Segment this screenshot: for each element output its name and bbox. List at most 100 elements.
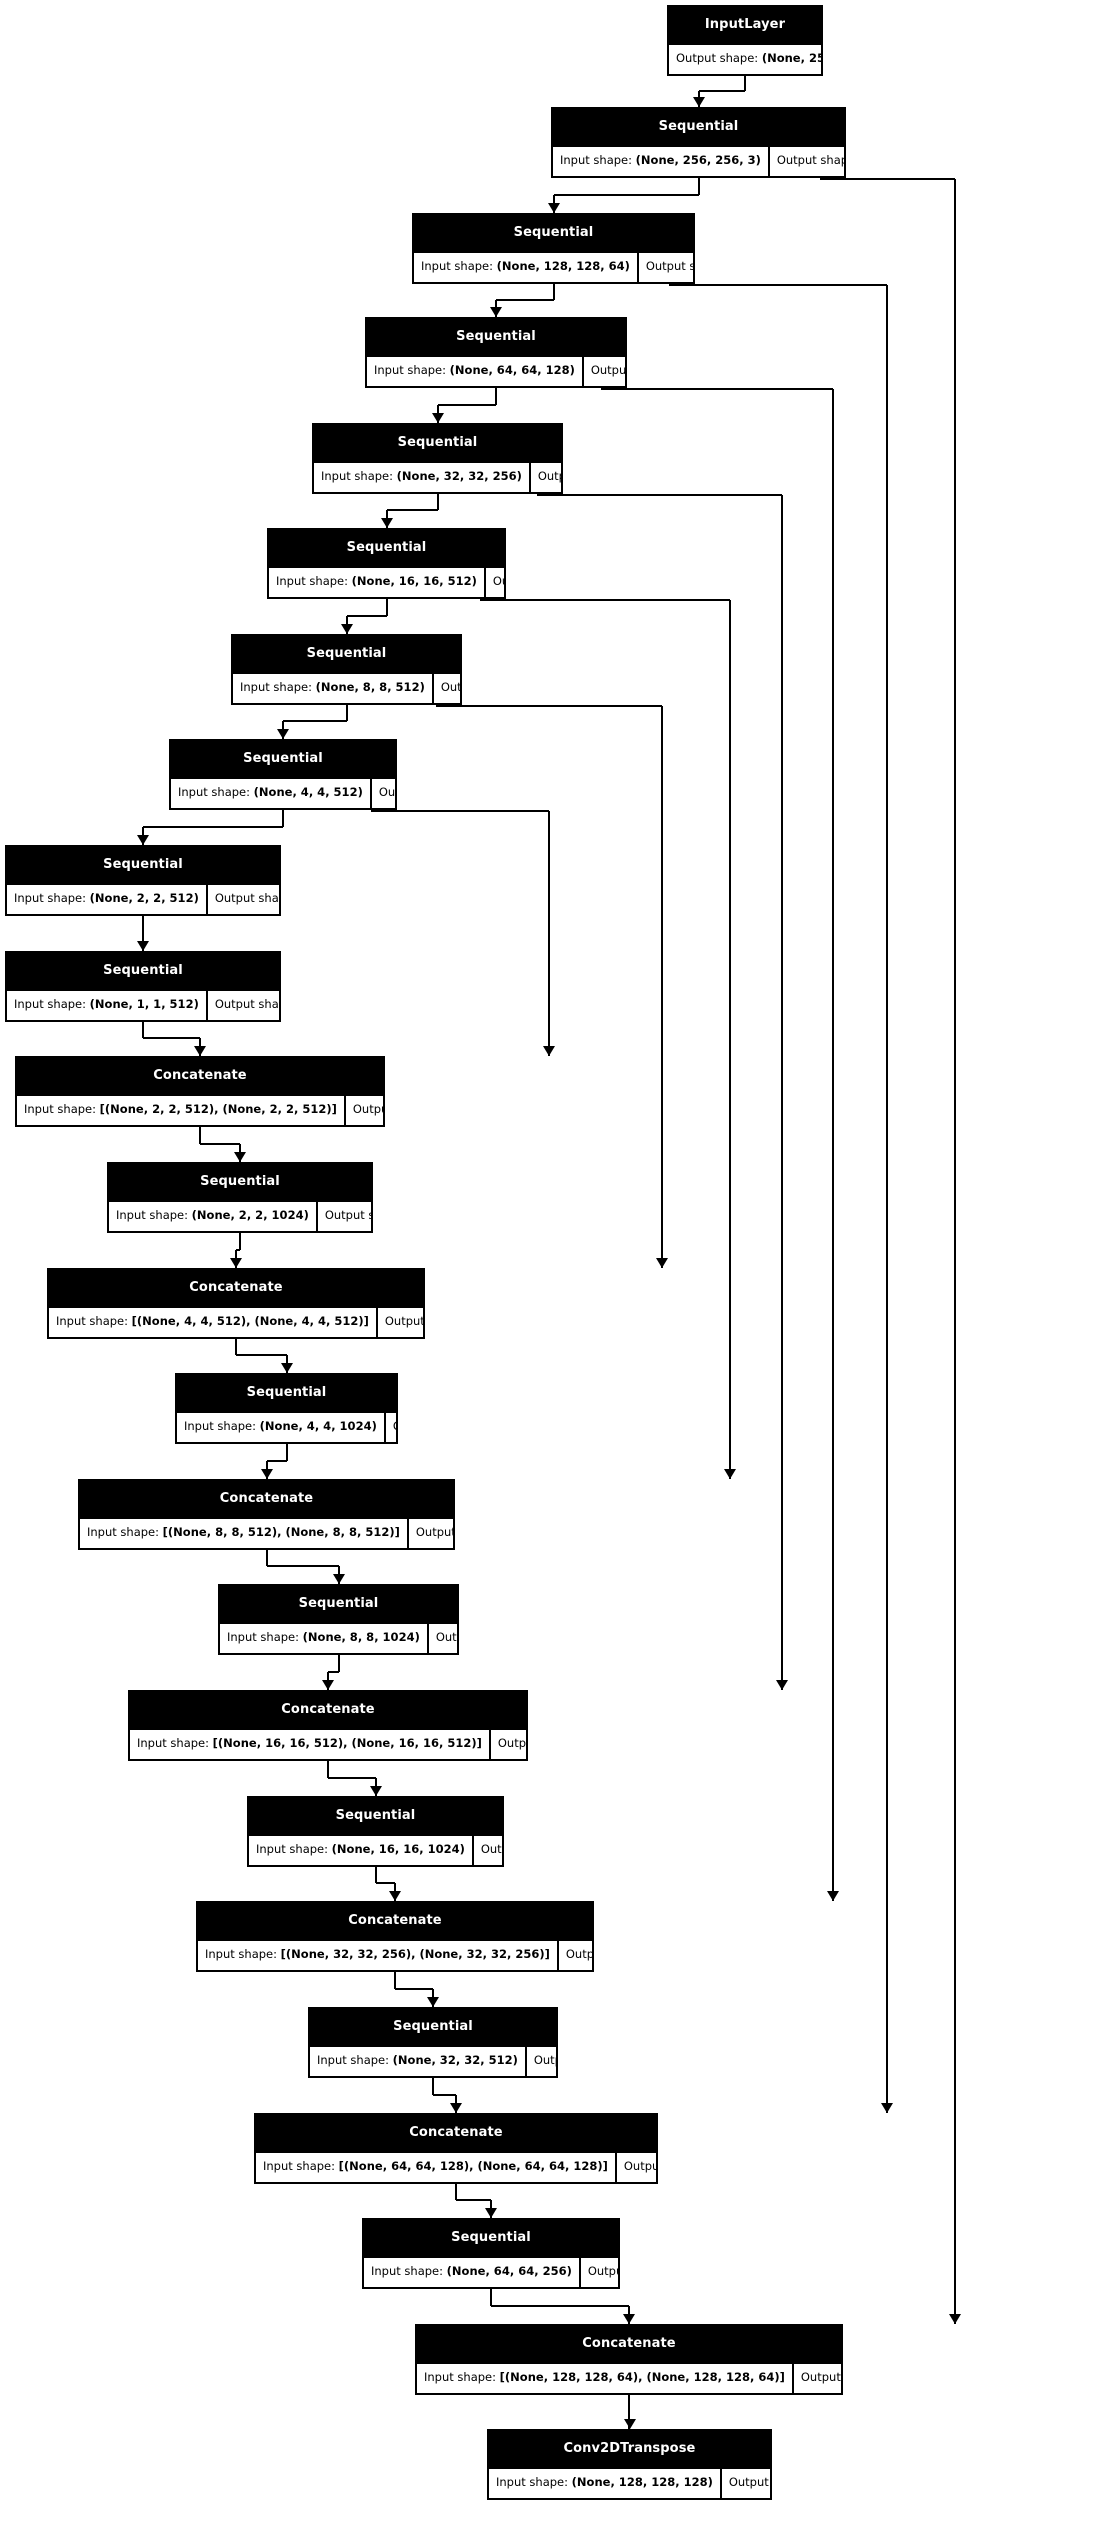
- node-title: Sequential: [414, 215, 693, 251]
- input-shape-cell: Input shape: (None, 8, 8, 512): [240, 680, 425, 694]
- node-title: Sequential: [177, 1375, 396, 1411]
- node-shape-row: Input shape: (None, 128, 128, 128)Output…: [489, 2467, 770, 2498]
- node-title: Sequential: [220, 1586, 457, 1622]
- arrow-head: [230, 1258, 242, 1268]
- edge-segment: [374, 1865, 377, 1883]
- node-title: Sequential: [367, 319, 625, 355]
- edge-segment: [821, 178, 955, 180]
- input-shape-cell: Input shape: (None, 128, 128, 64): [421, 259, 630, 273]
- node-title: Sequential: [171, 741, 395, 777]
- output-shape-cell: Output shape: (None, 64, 64, 128): [524, 2047, 556, 2076]
- output-shape-cell: Output shape: (None, 16, 16, 512): [528, 463, 561, 492]
- input-shape-cell: Input shape: [(None, 4, 4, 512), (None, …: [56, 1314, 369, 1328]
- input-shape-cell: Input shape: [(None, 128, 128, 64), (Non…: [424, 2370, 785, 2384]
- input-shape-cell-value: (None, 4, 4, 1024): [259, 1419, 377, 1433]
- edge-segment: [371, 808, 373, 812]
- node-shape-row: Input shape: (None, 4, 4, 1024)Output sh…: [177, 1411, 396, 1442]
- edge-segment: [698, 89, 745, 92]
- edge-segment: [437, 403, 496, 406]
- edge-segment: [697, 176, 700, 195]
- input-shape-cell-value: (None, 16, 16, 1024): [331, 1842, 465, 1856]
- edge-segment: [265, 1548, 268, 1566]
- edge-segment: [394, 1970, 396, 1989]
- edge-segment: [480, 597, 482, 601]
- edge-segment: [283, 720, 347, 722]
- input-shape-cell: Input shape: (None, 128, 128, 128): [496, 2475, 713, 2489]
- edge-segment: [199, 1125, 201, 1144]
- node-title: Sequential: [314, 425, 561, 461]
- node-shape-row: Input shape: (None, 64, 64, 128)Output s…: [367, 355, 625, 386]
- input-shape-cell: Input shape: [(None, 16, 16, 512), (None…: [137, 1736, 482, 1750]
- output-shape-cell: Output shape: (None, 8, 8, 512): [483, 568, 504, 597]
- arrow-head: [340, 624, 353, 634]
- output-shape-cell: Output shape: (None, 8, 8, 1024): [406, 1519, 453, 1548]
- input-shape-cell-value: (None, 1, 1, 512): [89, 997, 199, 1011]
- edge-segment: [266, 1565, 339, 1567]
- edge-segment: [455, 2182, 457, 2200]
- output-shape-cell: Output shape: (None, 256, 256, 3): [669, 45, 821, 74]
- input-shape-cell: Input shape: (None, 16, 16, 1024): [256, 1842, 465, 1856]
- node-shape-row: Input shape: [(None, 32, 32, 256), (None…: [198, 1939, 592, 1970]
- node-title: Sequential: [109, 1164, 371, 1200]
- edge-segment: [327, 1759, 329, 1778]
- arrow-head: [543, 1046, 555, 1056]
- node-title: Sequential: [310, 2009, 556, 2045]
- edge-segment: [385, 597, 388, 616]
- node-shape-row: Input shape: (None, 2, 2, 1024)Output sh…: [109, 1200, 371, 1231]
- arrow-head: [949, 2314, 961, 2324]
- node-title: InputLayer: [669, 7, 821, 43]
- node-title: Sequential: [553, 109, 844, 145]
- node-shape-row: Input shape: (None, 128, 128, 64)Output …: [414, 251, 693, 282]
- input-shape-cell-value: (None, 8, 8, 512): [315, 680, 425, 694]
- node-title: Sequential: [269, 530, 504, 566]
- input-shape-cell-value: (None, 32, 32, 512): [392, 2053, 518, 2067]
- arrow-head: [623, 2419, 636, 2429]
- node-title: Sequential: [249, 1798, 502, 1834]
- node-shape-row: Input shape: (None, 8, 8, 1024) Output sh…: [220, 1622, 457, 1653]
- output-shape-cell: Output shape: (None, 16, 16, 512): [426, 1624, 457, 1653]
- input-shape-cell: Input shape: (None, 8, 8, 1024): [227, 1630, 420, 1644]
- input-shape-cell-value: [(None, 32, 32, 256), (None, 32, 32, 256…: [280, 1947, 550, 1961]
- output-shape-cell: Output shape: (None, 8, 8, 512): [383, 1413, 396, 1442]
- edge-segment: [886, 285, 888, 2113]
- edge-segment: [481, 599, 730, 601]
- arrow-head: [485, 2208, 497, 2218]
- output-shape-cell: Output shape: (None, 128, 128, 128): [791, 2364, 841, 2393]
- edge-segment: [820, 176, 822, 180]
- output-shape-cell: Output shape: (None, 1, 1, 512): [205, 885, 279, 914]
- output-shape-cell: Output shape: (None, 2, 2, 512): [369, 779, 395, 808]
- input-shape-cell: Input shape: (None, 1, 1, 512): [14, 997, 199, 1011]
- output-shape-cell: Output shape: (None, 32, 32, 256): [581, 357, 625, 386]
- node-title: Concatenate: [80, 1481, 453, 1517]
- arrow-head: [332, 1574, 345, 1584]
- input-shape-cell-value: (None, 2, 2, 1024): [191, 1208, 309, 1222]
- edge-segment: [832, 389, 834, 1901]
- edge-segment: [490, 2287, 492, 2306]
- node-shape-row: Input shape: [(None, 64, 64, 128), (None…: [256, 2151, 656, 2182]
